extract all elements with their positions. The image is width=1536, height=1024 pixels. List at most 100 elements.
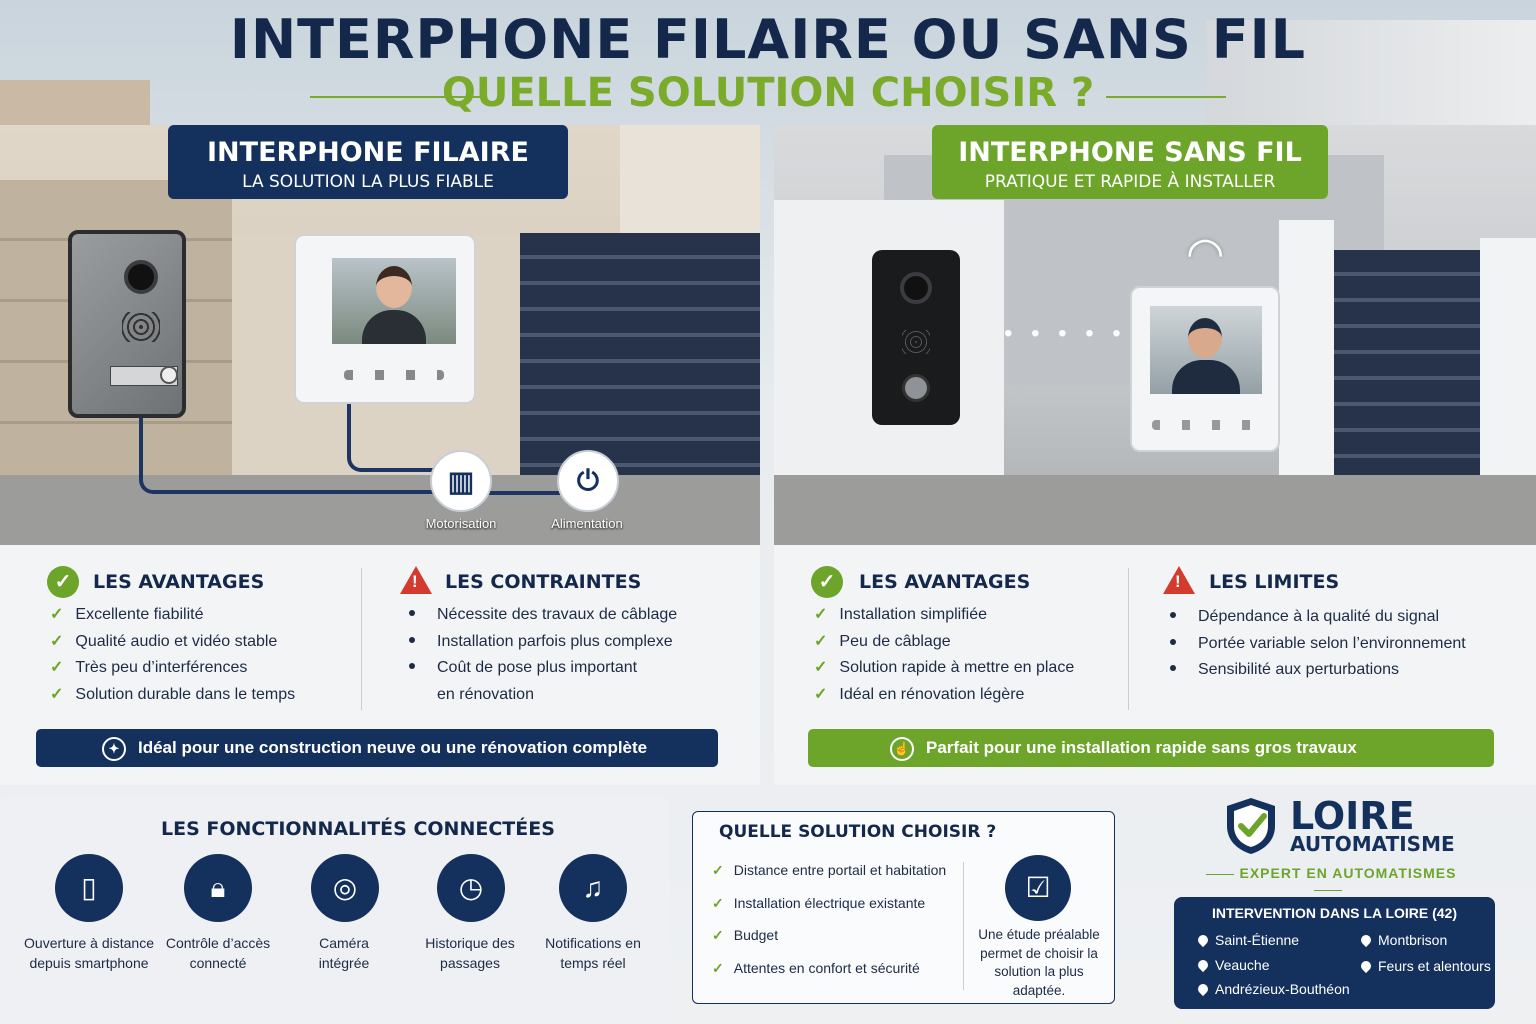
check-icon: ✓: [814, 632, 828, 650]
wireless-banner: ☝Parfait pour une installation rapide sa…: [808, 729, 1494, 767]
monitor-buttons: [1152, 420, 1258, 430]
wired-tag: INTERPHONE FILAIRE LA SOLUTION LA PLUS F…: [168, 125, 568, 199]
speaker-grille: [902, 330, 930, 354]
list-item: Portée variable selon l’environnement: [1162, 631, 1466, 658]
title-divider-right: [1106, 96, 1226, 98]
camera-icon: ◎: [311, 854, 379, 922]
background-house: [620, 125, 760, 235]
map-pin-icon: [1358, 932, 1374, 948]
wireless-advantages-list: ✓Installation simplifiée ✓Peu de câblage…: [814, 602, 1074, 708]
city-item: Veauche: [1195, 957, 1270, 973]
list-item: ✓Très peu d’interférences: [50, 659, 248, 676]
check-icon: ✓: [814, 659, 828, 676]
visitor-face: [1188, 318, 1222, 358]
wireless-doorbell: [872, 250, 960, 425]
wired-monitor: [294, 234, 476, 404]
wired-advantages-list: ✓Excellente fiabilité ✓Qualité audio et …: [50, 602, 295, 708]
cable: [347, 404, 437, 472]
smartphone-icon: ▯: [55, 854, 123, 922]
wireless-tag: INTERPHONE SANS FIL PRATIQUE ET RAPIDE À…: [932, 125, 1328, 199]
driveway: [0, 475, 760, 545]
wired-tag-title: INTERPHONE FILAIRE: [207, 137, 529, 168]
cable: [480, 491, 560, 495]
list-item: ✓Installation simplifiée: [814, 606, 988, 623]
gate: [1334, 250, 1484, 475]
lock-icon: 🔒︎: [184, 854, 252, 922]
feature-label: Contrôle d’accès connecté: [165, 935, 271, 971]
tagline-line: [1205, 873, 1234, 875]
list-item: ✓Solution durable dans le temps: [50, 685, 296, 703]
history-icon: ◷: [437, 854, 505, 922]
call-button: [160, 366, 178, 384]
bullet: [409, 636, 415, 643]
cable: [139, 418, 439, 494]
list-item: ✓Installation électrique existante: [712, 894, 926, 911]
list-item: Installation parfois plus complexe: [401, 629, 677, 656]
wireless-limits-title: LES LIMITES: [1209, 571, 1340, 593]
call-button: [902, 374, 930, 402]
city-item: Andrézieux-Bouthéon: [1195, 981, 1350, 997]
warning-icon: !: [400, 566, 432, 594]
lightbulb-icon: ✦: [102, 736, 126, 761]
wireless-advantages-title: LES AVANTAGES: [859, 571, 1031, 593]
visitor-body: [1172, 360, 1240, 394]
check-icon: ✓: [50, 685, 64, 703]
monitor-buttons: [344, 370, 444, 380]
feature-label: Ouverture à distance depuis smartphone: [24, 935, 154, 971]
check-icon: ✓: [814, 685, 828, 703]
city-item: Montbrison: [1358, 932, 1447, 948]
column-divider: [361, 568, 362, 710]
speaker-grille: [122, 312, 160, 342]
bell-icon: ♫: [559, 854, 627, 922]
list-item: ✓Excellente fiabilité: [50, 606, 204, 623]
column-divider: [1128, 568, 1129, 710]
list-item: Sensibilité aux perturbations: [1162, 657, 1466, 684]
choose-title: QUELLE SOLUTION CHOISIR ?: [719, 822, 997, 842]
feature-label: Historique des passages: [425, 935, 515, 971]
city-item: Saint-Étienne: [1195, 932, 1299, 948]
wifi-icon: ◠: [1186, 229, 1225, 278]
list-item: ✓Solution rapide à mettre en place: [814, 659, 1075, 676]
monitor-screen: [1150, 306, 1262, 394]
check-circle-icon: ✓: [47, 566, 79, 598]
camera-lens: [124, 260, 158, 294]
check-icon: ✓: [50, 606, 64, 623]
list-item: Nécessite des travaux de câblage: [401, 602, 677, 629]
map-pin-icon: [1195, 932, 1211, 948]
choose-note: Une étude préalable permet de choisir la…: [978, 927, 1100, 998]
wireless-tag-subtitle: PRATIQUE ET RAPIDE À INSTALLER: [984, 172, 1276, 192]
bullet: [1170, 665, 1176, 671]
warning-icon: !: [1163, 566, 1195, 594]
check-icon: ✓: [712, 959, 724, 976]
checklist-icon: ☑: [1005, 855, 1071, 921]
visitor-body: [362, 310, 426, 344]
gate: [520, 233, 760, 478]
gate-icon: ▥: [430, 450, 492, 512]
map-pin-icon: [1195, 981, 1211, 997]
list-item: ✓Peu de câblage: [814, 632, 951, 650]
city-item: Feurs et alentours: [1358, 958, 1491, 974]
check-circle-icon: ✓: [811, 566, 843, 598]
list-item: ✓Qualité audio et vidéo stable: [50, 632, 278, 650]
power-icon: ⏻: [557, 450, 619, 512]
check-icon: ✓: [50, 632, 64, 650]
gate-pillar: [1480, 238, 1536, 478]
title-divider-left: [310, 96, 486, 98]
check-icon: ✓: [712, 862, 724, 878]
page-title: INTERPHONE FILAIRE OU SANS FIL: [229, 8, 1307, 71]
bullet: [409, 663, 415, 669]
touch-icon: ☝: [890, 736, 914, 761]
choose-list: ✓Distance entre portail et habitation ✓I…: [712, 857, 946, 987]
features-title: LES FONCTIONNALITÉS CONNECTÉES: [161, 818, 555, 840]
brand-name-2: AUTOMATISME: [1290, 832, 1455, 856]
check-icon: ✓: [712, 894, 724, 911]
signal-dots: • • • • • •: [1004, 320, 1154, 347]
bullet: [1170, 612, 1176, 618]
driveway: [774, 475, 1536, 545]
wired-banner: ✦Idéal pour une construction neuve ou un…: [36, 729, 718, 767]
column-divider: [963, 862, 964, 990]
check-icon: ✓: [814, 606, 828, 623]
wired-tag-subtitle: LA SOLUTION LA PLUS FIABLE: [242, 172, 494, 192]
bullet: [1170, 638, 1176, 645]
list-item: ✓Idéal en rénovation légère: [814, 685, 1025, 703]
